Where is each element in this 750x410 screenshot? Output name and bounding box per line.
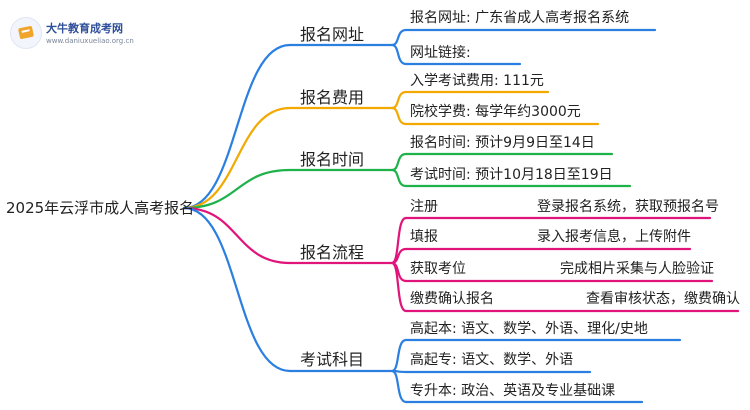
root-connector [182, 106, 292, 210]
leaf-step-pay: 缴费确认报名 [410, 291, 494, 307]
leaf-tuition: 院校学费: 每学年约3000元 [410, 104, 581, 120]
site-logo: 大牛教育成考网 www.daniuxueliao.org.cn [10, 16, 140, 50]
leaf-step-register: 注册 [410, 199, 438, 215]
leaf-step-fill: 填报 [410, 229, 438, 245]
branch-label-fees: 报名费用 [300, 88, 365, 107]
leaf-signup-site: 报名网址: 广东省成人高考报名系统 [410, 10, 630, 26]
root-connector [182, 206, 292, 265]
leaf-connector [390, 43, 408, 66]
leaf-connector [390, 90, 408, 110]
leaf-subjects-upgrade: 专升本: 政治、英语及专业基础课 [410, 383, 616, 399]
leaf-connector [390, 28, 408, 47]
root-connector [182, 168, 292, 210]
leaf-connector [390, 152, 408, 172]
branch-label-dates: 报名时间 [300, 150, 365, 169]
root-connector [182, 43, 292, 210]
leaf-step-seat-detail: 完成相片采集与人脸验证 [560, 261, 714, 277]
logo-title: 大牛教育成考网 [46, 22, 123, 35]
leaf-exam-date: 考试时间: 预计10月18日至19日 [410, 167, 613, 183]
leaf-step-fill-detail: 录入报考信息，上传附件 [537, 229, 691, 245]
leaf-connector [390, 261, 408, 313]
branch-label-subjects: 考试科目 [300, 350, 365, 369]
leaf-signup-date: 报名时间: 预计9月9日至14日 [410, 135, 595, 151]
leaf-subjects-hs-college: 高起专: 语文、数学、外语 [410, 352, 574, 368]
root-node: 2025年云浮市成人高考报名 [6, 199, 195, 217]
logo-url: www.daniuxueliao.org.cn [46, 37, 134, 45]
book-icon [18, 25, 34, 40]
leaf-step-pay-detail: 查看审核状态，缴费确认 [586, 291, 740, 307]
leaf-site-link: 网址链接: [410, 45, 471, 61]
root-connector [182, 206, 292, 373]
branch-label-process: 报名流程 [300, 243, 365, 262]
leaf-connector [390, 168, 408, 188]
leaf-step-seat: 获取考位 [410, 261, 466, 277]
leaf-exam-fee: 入学考试费用: 111元 [410, 73, 544, 89]
leaf-step-register-detail: 登录报名系统，获取预报名号 [537, 199, 719, 215]
leaf-connector [390, 369, 408, 404]
branch-label-signup-site: 报名网址 [300, 25, 365, 44]
logo-badge [10, 17, 42, 49]
leaf-subjects-hs-bachelor: 高起本: 语文、数学、外语、理化/史地 [410, 321, 648, 337]
leaf-connector [390, 338, 408, 373]
leaf-connector [390, 106, 408, 126]
